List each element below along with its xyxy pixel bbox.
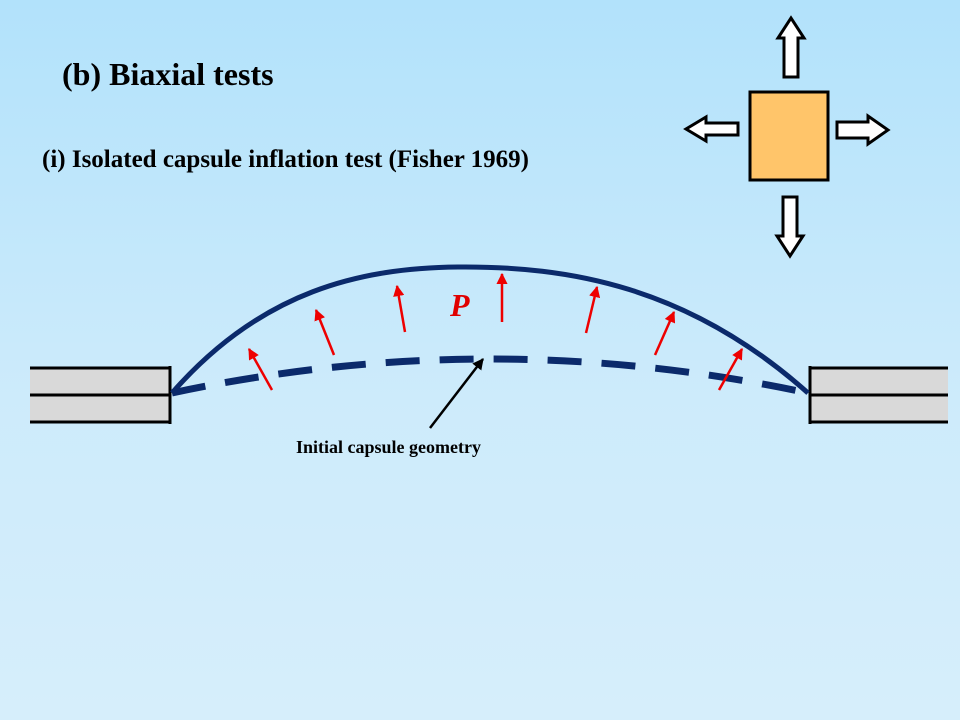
arrow-left-icon	[683, 114, 740, 144]
slide-title: (b) Biaxial tests	[62, 56, 274, 92]
pressure-arrow	[717, 348, 744, 391]
right-clamp	[808, 366, 948, 424]
geometry-pointer-arrow	[429, 358, 484, 429]
pressure-arrow	[247, 348, 274, 391]
left-clamp	[30, 366, 172, 424]
initial-capsule-curve	[171, 355, 809, 397]
pressure-arrow	[393, 284, 407, 333]
initial-geometry-label: Initial capsule geometry	[296, 437, 481, 457]
slide-subtitle: (i) Isolated capsule inflation test (Fis…	[42, 146, 530, 173]
pressure-arrow	[314, 308, 336, 356]
arrow-down-icon	[774, 195, 806, 259]
arrow-right-icon	[835, 113, 891, 147]
biaxial-loading-icon	[683, 15, 891, 259]
arrow-up-icon	[775, 15, 807, 79]
pressure-label: P	[450, 287, 470, 323]
inflated-capsule-curve	[170, 264, 810, 395]
pressure-arrows	[247, 272, 744, 391]
pressure-arrow	[653, 310, 676, 356]
pressure-arrow	[584, 285, 601, 334]
specimen-square	[748, 90, 830, 182]
